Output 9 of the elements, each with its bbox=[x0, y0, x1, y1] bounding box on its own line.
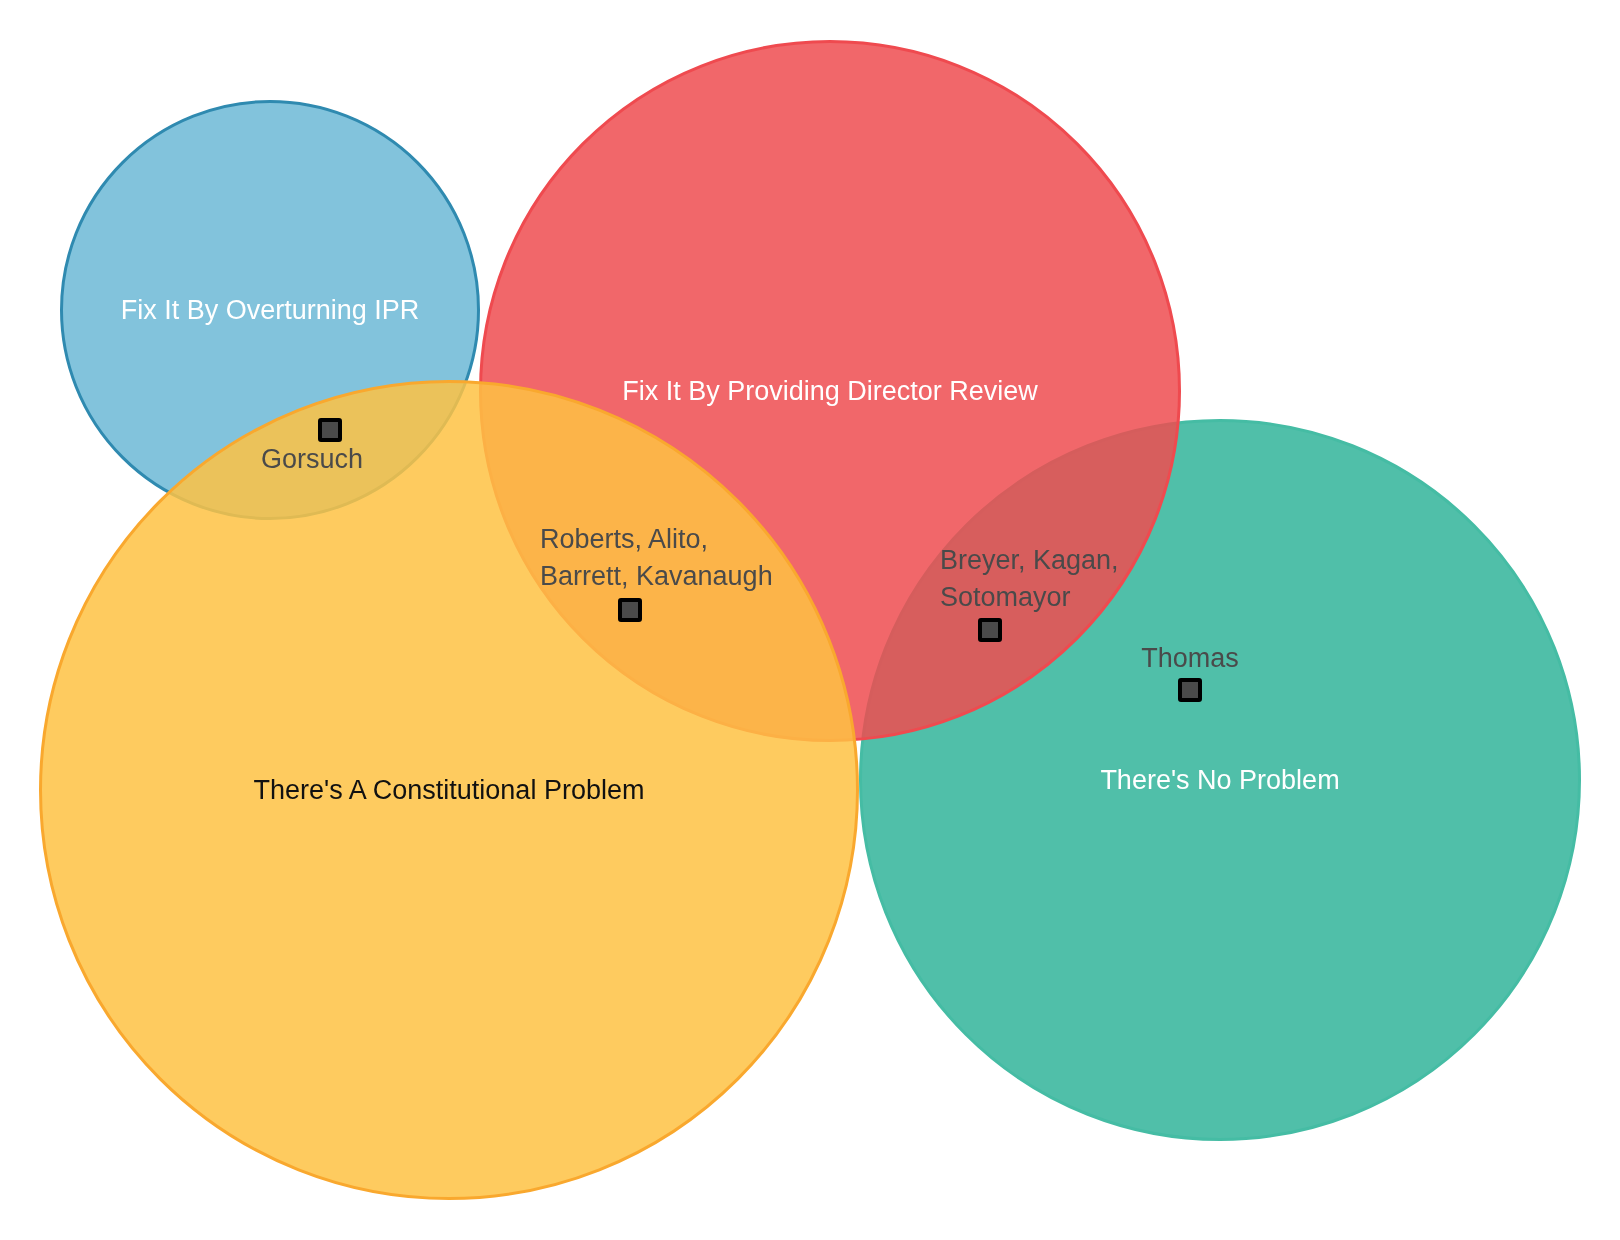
name-label: Gorsuch bbox=[259, 443, 364, 476]
circle-label: There's A Constitutional Problem bbox=[253, 774, 645, 806]
name-label: Thomas bbox=[1140, 642, 1240, 675]
name-label: Roberts, Alito, Barrett, Kavanaugh bbox=[540, 523, 774, 593]
circle-label: There's No Problem bbox=[1100, 764, 1340, 796]
venn-circle bbox=[859, 419, 1581, 1141]
circle-label: Fix It By Providing Director Review bbox=[622, 375, 1038, 407]
circle-label: Fix It By Overturning IPR bbox=[120, 294, 420, 326]
name-label: Breyer, Kagan, Sotomayor bbox=[940, 544, 1120, 614]
